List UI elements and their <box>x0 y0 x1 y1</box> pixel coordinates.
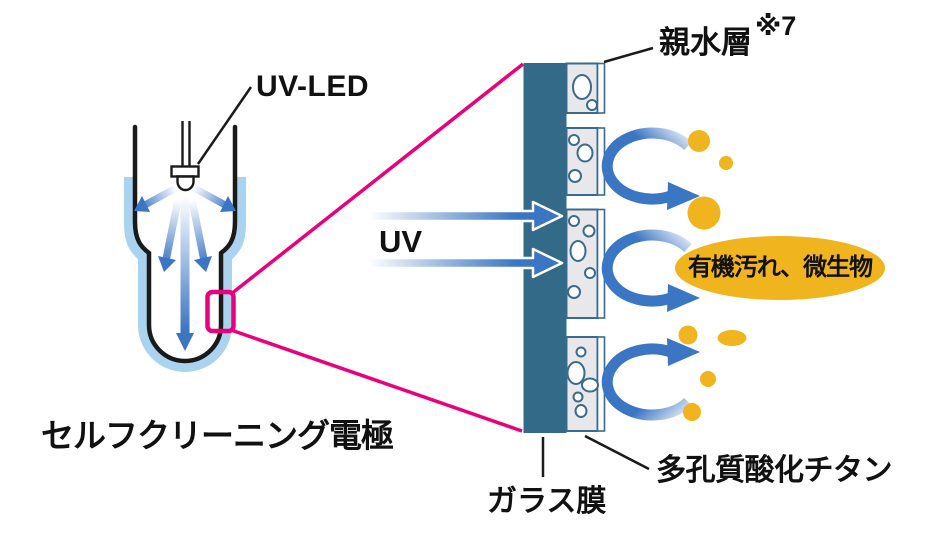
dirt-particles <box>678 130 747 421</box>
uv-label: UV <box>379 224 423 259</box>
callout-lines <box>196 46 654 477</box>
porous-titanium-label: 多孔質酸化チタン <box>656 454 893 487</box>
uv-beam-arrows <box>366 200 564 279</box>
glass-film-label: ガラス膜 <box>487 485 607 518</box>
organic-dirt-label: 有機汚れ、微生物 <box>687 254 873 281</box>
magnifier-lines <box>229 62 525 433</box>
titanium-callout <box>584 434 650 471</box>
uv-arrow <box>366 200 564 232</box>
footnote-marker: ※7 <box>755 11 797 41</box>
porous-block <box>565 127 606 196</box>
electrode-caption: セルフクリーニング電極 <box>41 417 394 454</box>
hydrophilic-strip <box>596 62 606 114</box>
organic-dirt-bubble <box>675 236 885 300</box>
uvled-callout <box>196 86 253 165</box>
electrode-wall <box>132 124 238 364</box>
uv-led-label: UV-LED <box>256 70 370 103</box>
porous-block <box>565 336 606 432</box>
decomposition-arrows <box>601 127 700 421</box>
porous-titanium-blocks <box>565 62 606 432</box>
magnifier-rect <box>205 289 236 334</box>
electrode-tube <box>124 121 246 372</box>
uv-arrow <box>366 247 564 279</box>
porous-block <box>565 62 606 114</box>
hydrophilic-callout <box>603 46 654 64</box>
electrode-water-layer <box>124 177 246 372</box>
led-ray-arrows <box>134 184 236 351</box>
hydrophilic-layer-label: 親水層 <box>659 25 752 60</box>
glass-film-bar <box>523 63 567 433</box>
porous-block <box>565 208 606 319</box>
uv-led-icon <box>170 121 200 192</box>
